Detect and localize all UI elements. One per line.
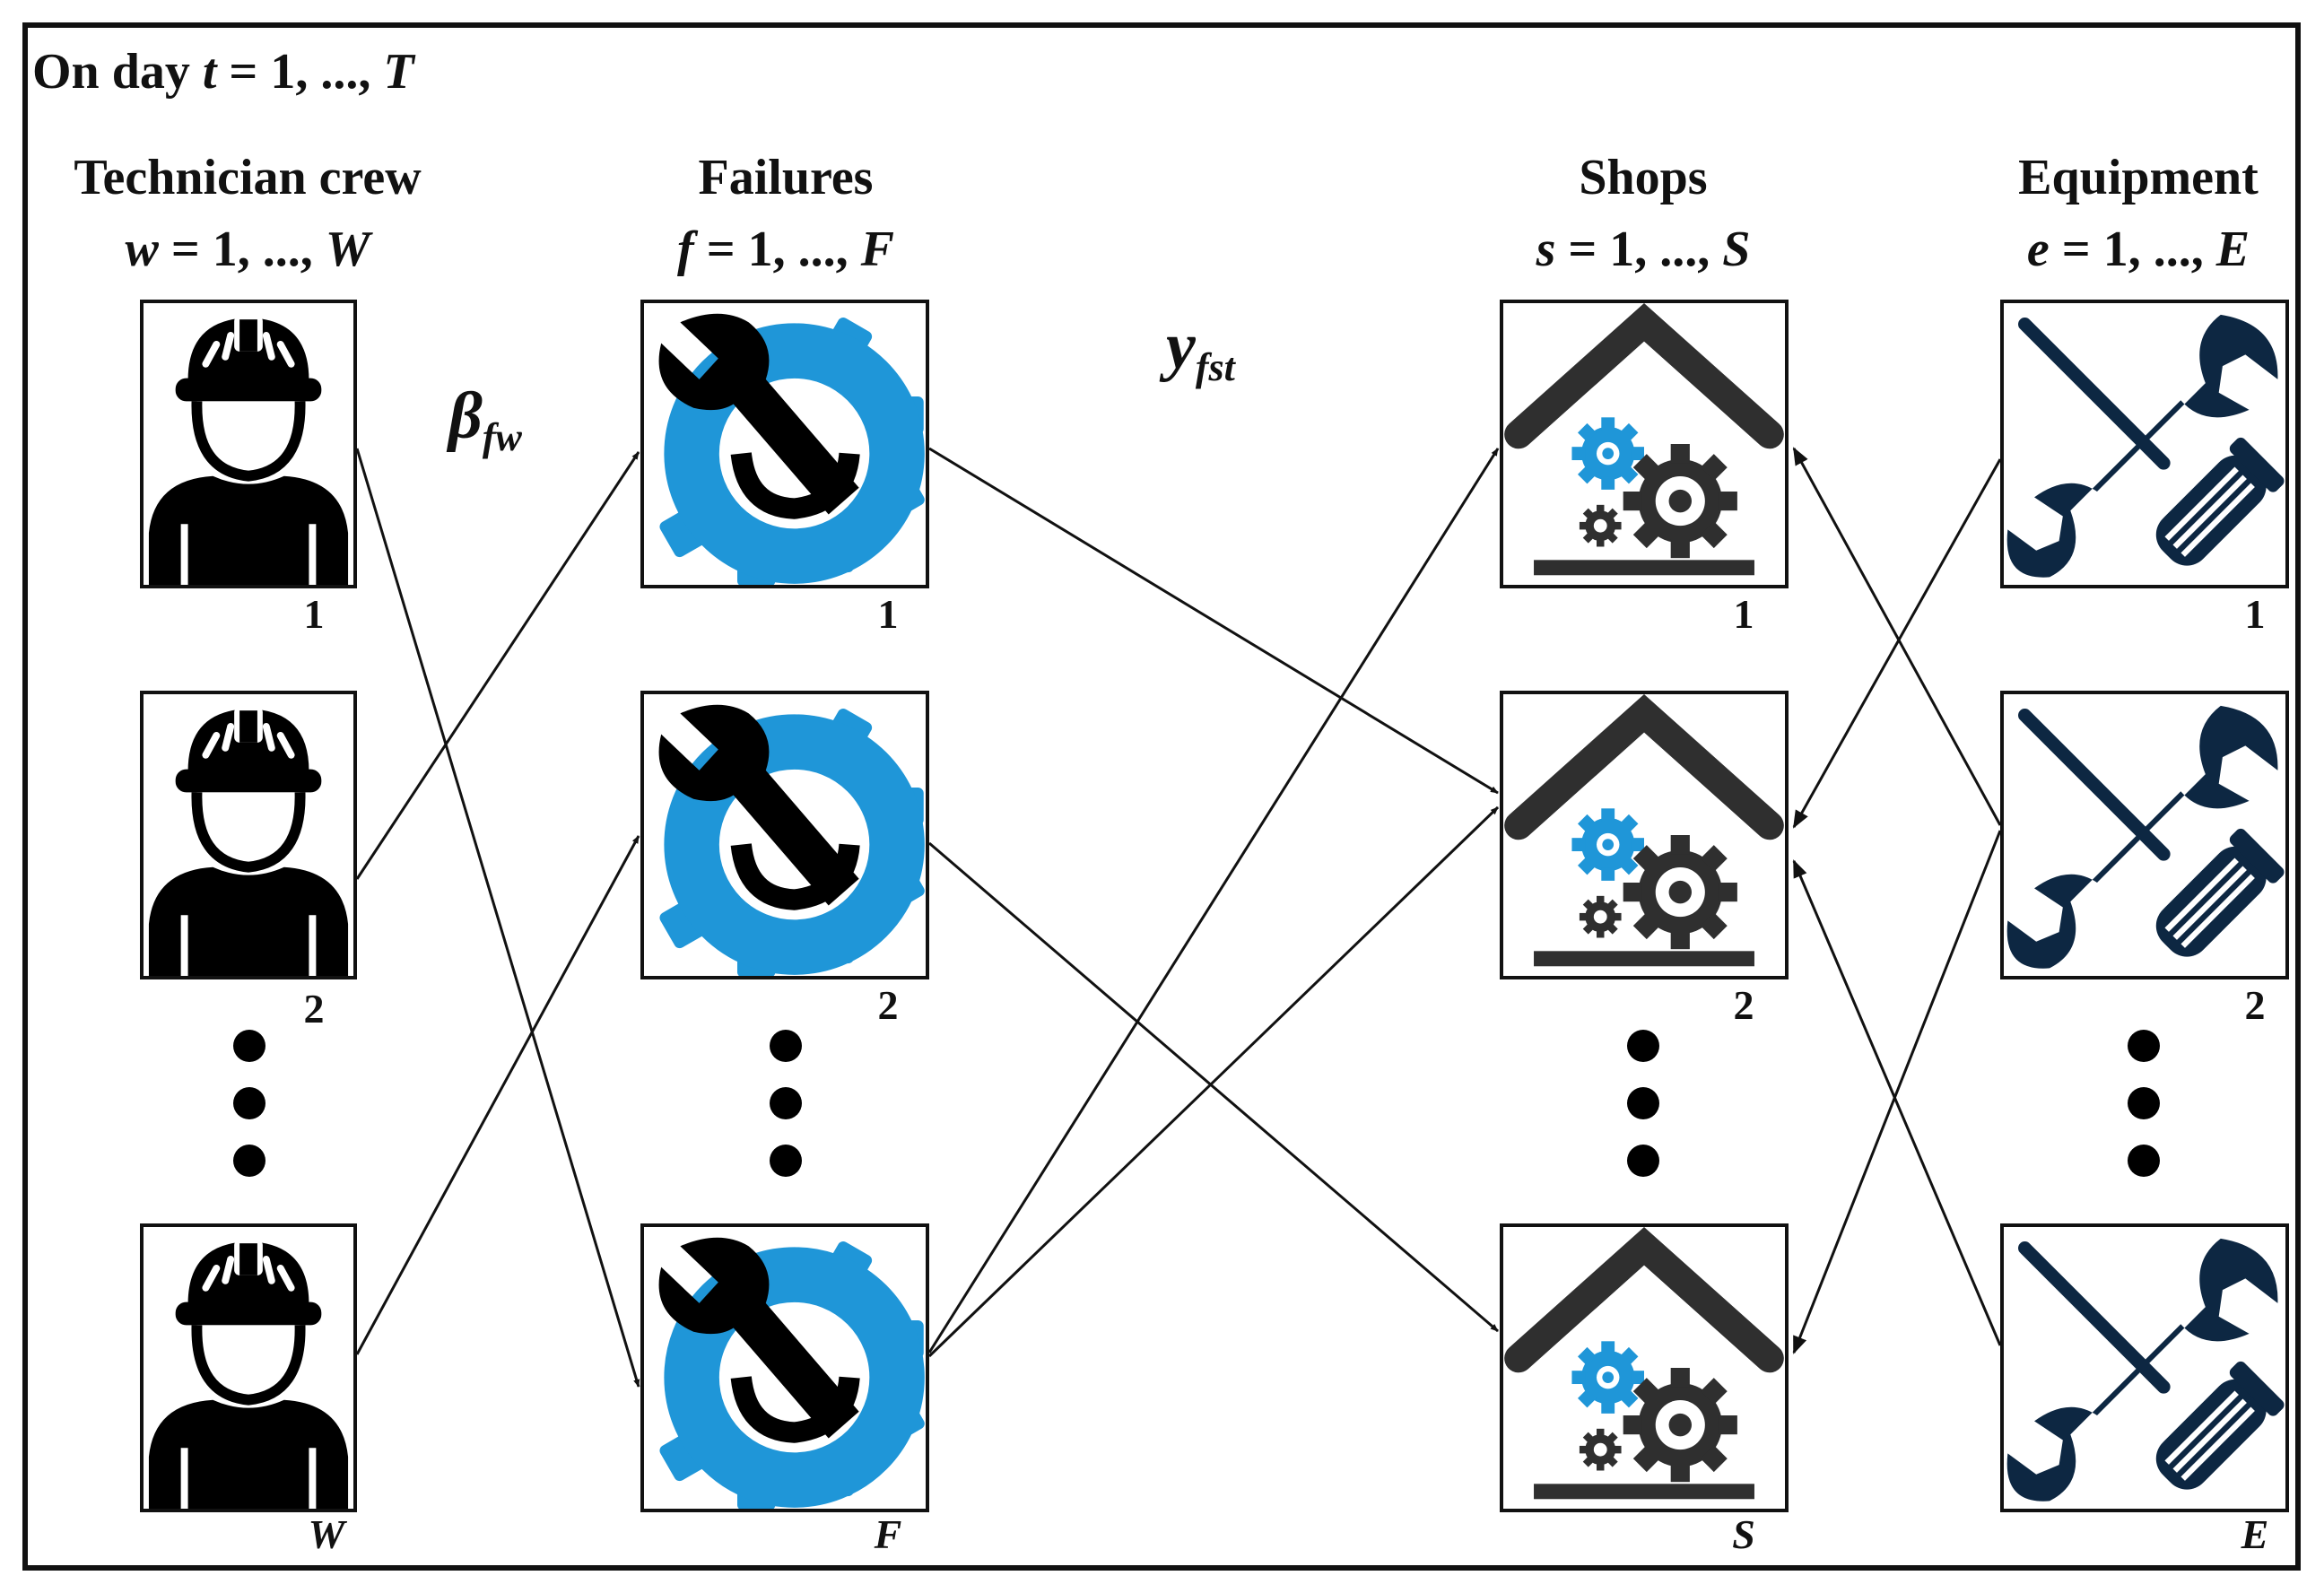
- failure-ellipsis: [770, 1030, 802, 1177]
- arrow-failure1-shop2: [928, 447, 1499, 795]
- equipment-ellipsis: [2128, 1030, 2160, 1177]
- failure-gear-wrench-icon: [642, 301, 927, 587]
- frame-title: On day t = 1, ..., T: [32, 44, 416, 100]
- shop-node-2[interactable]: [1500, 691, 1789, 979]
- technician-icon: [142, 692, 355, 977]
- arrow-equipE-shop2: [1792, 859, 2002, 1346]
- arrow-failure2-shopS: [928, 841, 1499, 1333]
- arrow-crew1-failuref: [355, 448, 640, 1388]
- crew-node-2[interactable]: [140, 691, 357, 979]
- failure-node-2[interactable]: [640, 691, 929, 979]
- crew-node-1[interactable]: [140, 300, 357, 588]
- equipment-node-1[interactable]: [2000, 300, 2289, 588]
- equipment-node-2[interactable]: [2000, 691, 2289, 979]
- crew-node-w[interactable]: [140, 1223, 357, 1512]
- column-header-equipment: Equipment e = 1, ..., E: [2018, 150, 2259, 277]
- shop-label-1: 1: [1734, 591, 1754, 637]
- column-range-shops: s = 1, ..., S: [1536, 222, 1751, 277]
- shop-label-s: S: [1732, 1511, 1755, 1557]
- shop-house-gears-icon: [1501, 1225, 1787, 1510]
- crew-label-2: 2: [304, 986, 325, 1032]
- shop-node-s[interactable]: [1500, 1223, 1789, 1512]
- crew-label-1: 1: [304, 591, 325, 637]
- screwdriver-wrench-icon: [2002, 1225, 2287, 1510]
- column-title-crew: Technician crew: [74, 150, 422, 205]
- technician-icon: [142, 1225, 355, 1510]
- failure-to-shop-arrows: [927, 447, 1500, 1358]
- arrow-failureF-shop2: [927, 805, 1500, 1358]
- shop-label-2: 2: [1734, 982, 1754, 1028]
- column-range-crew: w = 1, ..., W: [125, 222, 373, 277]
- column-title-equipment: Equipment: [2018, 150, 2259, 205]
- failure-gear-wrench-icon: [642, 1225, 927, 1510]
- arrow-equip2-shopS: [1792, 830, 2002, 1354]
- column-range-equipment: e = 1, ..., E: [2027, 222, 2250, 277]
- beta-fw-label: βfw: [446, 379, 523, 459]
- column-title-failures: Failures: [699, 150, 874, 205]
- equipment-to-shop-arrows: [1792, 447, 2002, 1354]
- shop-node-1[interactable]: [1500, 300, 1789, 588]
- column-header-failures: Failures f = 1, ..., F: [677, 150, 894, 277]
- column-header-shops: Shops s = 1, ..., S: [1536, 150, 1751, 277]
- shop-ellipsis: [1627, 1030, 1659, 1177]
- equipment-label-2: 2: [2245, 982, 2266, 1028]
- arrow-crewW-failure2: [355, 835, 640, 1355]
- equipment-label-e: E: [2241, 1511, 2269, 1557]
- crew-ellipsis: [233, 1030, 265, 1177]
- column-title-shops: Shops: [1579, 150, 1707, 205]
- arrow-equip2-shop1: [1792, 447, 2002, 826]
- screwdriver-wrench-icon: [2002, 301, 2287, 587]
- shop-house-gears-icon: [1501, 301, 1787, 587]
- y-fst-label: yfst: [1159, 309, 1237, 389]
- equipment-label-1: 1: [2245, 591, 2266, 637]
- equipment-node-e[interactable]: [2000, 1223, 2289, 1512]
- failure-node-f[interactable]: [640, 1223, 929, 1512]
- arrow-crew2-failure1: [355, 451, 640, 880]
- screwdriver-wrench-icon: [2002, 692, 2287, 978]
- column-header-crew: Technician crew w = 1, ..., W: [74, 150, 422, 277]
- column-range-failures: f = 1, ..., F: [677, 222, 894, 277]
- failure-label-2: 2: [878, 982, 899, 1028]
- outer-frame: [22, 22, 2301, 1571]
- crew-label-w: W: [309, 1511, 348, 1557]
- crew-to-failure-arrows: [355, 448, 640, 1388]
- arrow-failureF-shop1: [927, 448, 1500, 1354]
- shop-house-gears-icon: [1501, 692, 1787, 978]
- arrow-equip1-shop2: [1792, 458, 2002, 829]
- failure-gear-wrench-icon: [642, 692, 927, 978]
- failure-node-1[interactable]: [640, 300, 929, 588]
- failure-label-f: F: [874, 1511, 902, 1557]
- technician-icon: [142, 301, 355, 586]
- failure-label-1: 1: [878, 591, 899, 637]
